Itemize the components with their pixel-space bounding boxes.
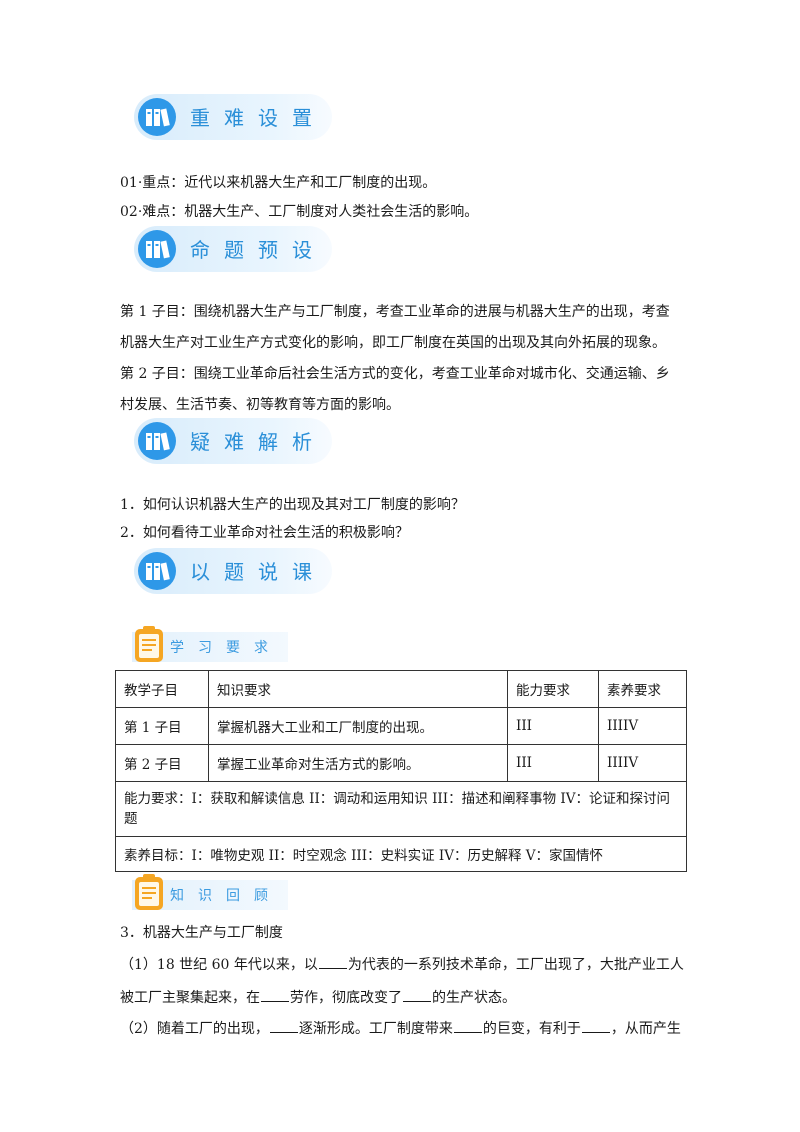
key-point-2: 02·难点：机器大生产、工厂制度对人类社会生活的影响。 bbox=[120, 204, 479, 220]
books-icon bbox=[138, 98, 176, 136]
review-text: 逐渐形成。工厂制度带来 bbox=[298, 1021, 453, 1037]
clipboard-icon bbox=[132, 872, 166, 912]
table-header-cell: 教学子目 bbox=[115, 670, 209, 708]
table-cell: 第 2 子目 bbox=[115, 744, 209, 782]
table-row: 第 2 子目 掌握工业革命对生活方式的影响。 III IIIIV bbox=[115, 744, 687, 782]
table-header-cell: 素养要求 bbox=[598, 670, 687, 708]
key-point-1: 01·重点：近代以来机器大生产和工厂制度的出现。 bbox=[120, 175, 437, 191]
section-title: 疑难解析 bbox=[190, 430, 326, 454]
table-cell: IIIIV bbox=[598, 744, 687, 782]
requirements-table: 教学子目 知识要求 能力要求 素养要求 第 1 子目 掌握机器大工业和工厂制度的… bbox=[115, 670, 687, 872]
section-banner-key-points: 重难设置 bbox=[134, 94, 332, 140]
literacy-note: 素养目标：I：唯物史观 II：时空观念 III：史料实证 IV：历史解释 V：家… bbox=[115, 836, 687, 872]
review-text: 劳作，彻底改变了 bbox=[290, 990, 402, 1006]
review-text: 的巨变，有利于 bbox=[482, 1021, 581, 1037]
review-text: 的生产状态。 bbox=[432, 990, 516, 1006]
review-text: （1）18 世纪 60 年代以来，以 bbox=[120, 957, 318, 973]
table-cell: 掌握工业革命对生活方式的影响。 bbox=[208, 744, 508, 782]
question-2: 2．如何看待工业革命对社会生活的积极影响？ bbox=[120, 525, 409, 541]
review-text: 为代表的一系列技术革命，工厂出现了，大批产业工人 bbox=[347, 957, 684, 973]
table-cell: III bbox=[507, 744, 599, 782]
subsection-banner-requirements: 学习要求 bbox=[132, 626, 288, 662]
fill-blank bbox=[261, 989, 289, 1002]
section-banner-lesson: 以题说课 bbox=[134, 548, 332, 594]
fill-blank bbox=[453, 1020, 482, 1033]
review-line-2: 被工厂主聚集起来，在 劳作，彻底改变了 的生产状态。 bbox=[120, 987, 516, 1007]
ability-note: 能力要求：I：获取和解读信息 II：调动和运用知识 III：描述和阐释事物 IV… bbox=[115, 781, 687, 837]
subsection-title: 知识回顾 bbox=[170, 888, 282, 904]
table-cell: 第 1 子目 bbox=[115, 707, 209, 745]
review-heading: 3．机器大生产与工厂制度 bbox=[120, 925, 283, 941]
table-header-row: 教学子目 知识要求 能力要求 素养要求 bbox=[115, 670, 687, 708]
books-icon bbox=[138, 422, 176, 460]
table-cell: 掌握机器大工业和工厂制度的出现。 bbox=[208, 707, 508, 745]
review-line-3: （2）随着工厂的出现， 逐渐形成。工厂制度带来 的巨变，有利于 ，从而产生 bbox=[120, 1018, 681, 1038]
preset-line-2: 机器大生产对工业生产方式变化的影响，即工厂制度在英国的出现及其向外拓展的现象。 bbox=[120, 335, 666, 351]
table-cell: III bbox=[507, 707, 599, 745]
section-banner-analysis: 疑难解析 bbox=[134, 418, 332, 464]
preset-line-1: 第 1 子目：围绕机器大生产与工厂制度，考查工业革命的进展与机器大生产的出现，考… bbox=[120, 304, 670, 320]
section-title: 命题预设 bbox=[190, 238, 326, 262]
review-line-1: （1）18 世纪 60 年代以来，以 为代表的一系列技术革命，工厂出现了，大批产业… bbox=[120, 954, 684, 974]
books-icon bbox=[138, 230, 176, 268]
fill-blank bbox=[581, 1020, 610, 1033]
books-icon bbox=[138, 552, 176, 590]
review-text: 被工厂主聚集起来，在 bbox=[120, 990, 260, 1006]
preset-line-3: 第 2 子目：围绕工业革命后社会生活方式的变化，考查工业革命对城市化、交通运输、… bbox=[120, 366, 670, 382]
section-title: 以题说课 bbox=[190, 560, 326, 584]
review-text: ，从而产生 bbox=[610, 1021, 681, 1037]
review-text: （2）随着工厂的出现， bbox=[120, 1021, 269, 1037]
preset-line-4: 村发展、生活节奏、初等教育等方面的影响。 bbox=[120, 397, 400, 413]
table-cell: IIIIV bbox=[598, 707, 687, 745]
table-row: 素养目标：I：唯物史观 II：时空观念 III：史料实证 IV：历史解释 V：家… bbox=[115, 836, 687, 872]
fill-blank bbox=[269, 1020, 298, 1033]
fill-blank bbox=[403, 989, 431, 1002]
table-row: 第 1 子目 掌握机器大工业和工厂制度的出现。 III IIIIV bbox=[115, 707, 687, 745]
section-title: 重难设置 bbox=[190, 106, 326, 130]
subsection-title: 学习要求 bbox=[170, 640, 282, 656]
fill-blank bbox=[318, 956, 347, 969]
subsection-banner-review: 知识回顾 bbox=[132, 874, 288, 910]
clipboard-icon bbox=[132, 624, 166, 664]
table-header-cell: 能力要求 bbox=[507, 670, 599, 708]
table-header-cell: 知识要求 bbox=[208, 670, 508, 708]
question-1: 1．如何认识机器大生产的出现及其对工厂制度的影响？ bbox=[120, 497, 465, 513]
section-banner-preset: 命题预设 bbox=[134, 226, 332, 272]
table-row: 能力要求：I：获取和解读信息 II：调动和运用知识 III：描述和阐释事物 IV… bbox=[115, 781, 687, 837]
